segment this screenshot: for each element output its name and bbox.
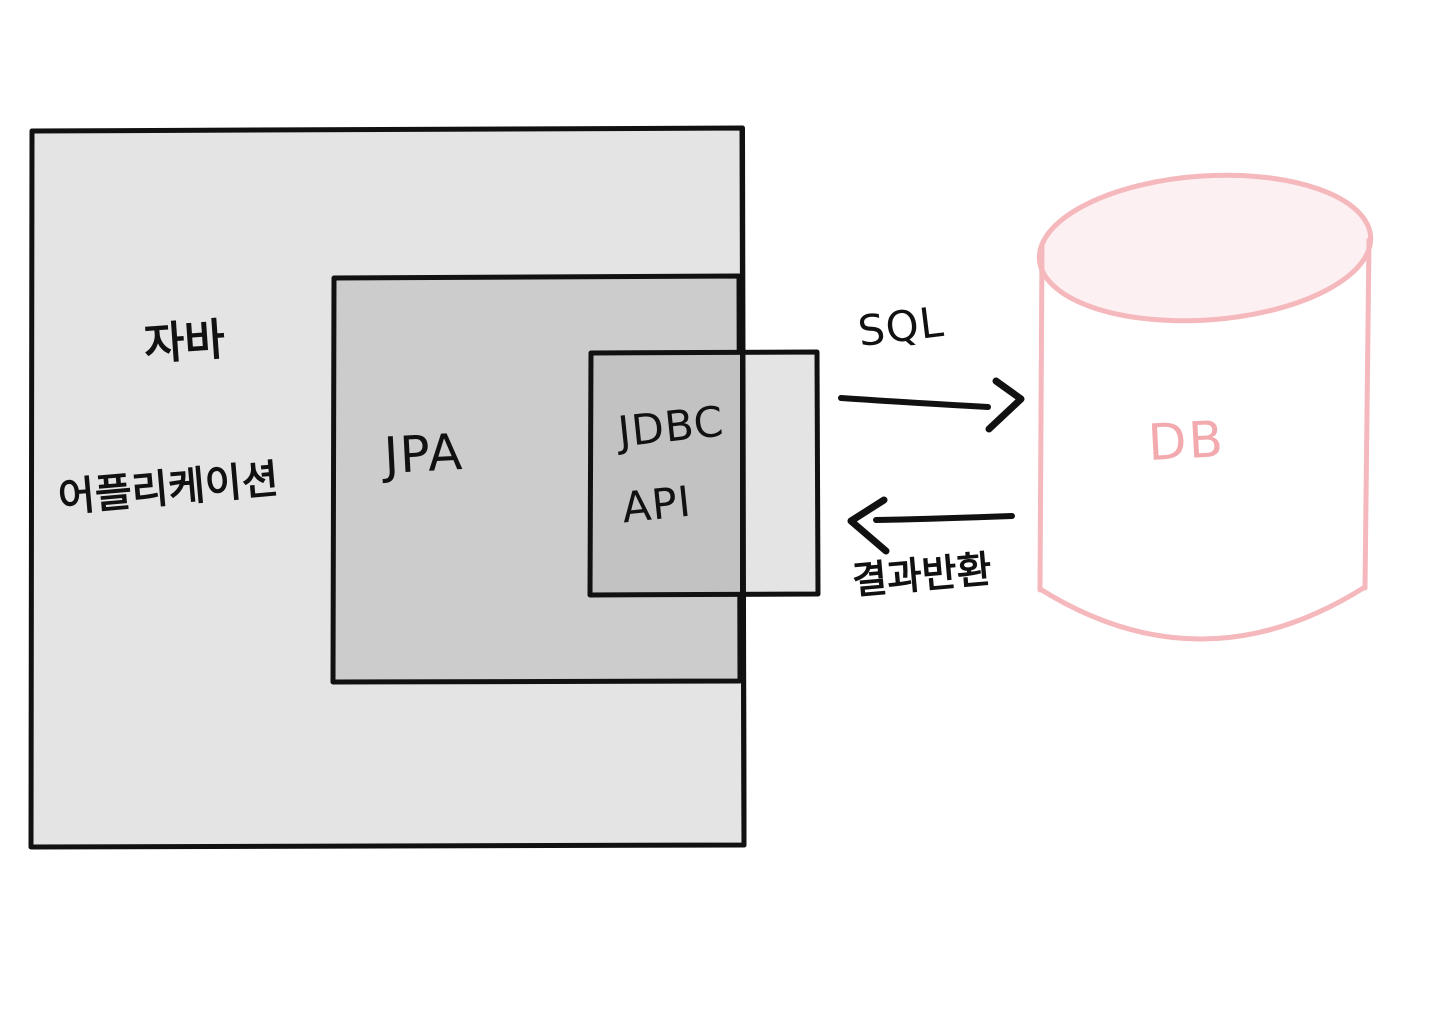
sql-arrow-label: SQL	[855, 296, 947, 357]
sql-arrow-head	[985, 377, 1025, 433]
jdbc-api-label-line1: JDBC	[615, 396, 727, 457]
database-top-fill	[1039, 175, 1371, 321]
database-bottom-arc	[1037, 584, 1368, 642]
java-application-right-edge	[740, 125, 747, 848]
database-right-wall	[1362, 237, 1372, 591]
result-arrow-head	[847, 496, 890, 555]
database-left-wall	[1037, 242, 1045, 593]
result-arrow[interactable]	[847, 496, 1015, 555]
database-top-outline	[1036, 172, 1374, 324]
sql-arrow[interactable]	[838, 377, 1025, 433]
java-application-label-line1: 자바	[142, 314, 227, 371]
sql-arrow-shaft	[838, 395, 991, 410]
jpa-label: JPA	[382, 422, 465, 486]
jdbc-api-label-line2: API	[619, 476, 694, 533]
java-application-right-edge-line	[740, 125, 747, 848]
database-cylinder[interactable]	[1034, 165, 1375, 642]
result-arrow-shaft	[873, 513, 1015, 523]
jdbc-api-overflow-fill	[742, 353, 818, 594]
database-label: DB	[1146, 410, 1227, 472]
jdbc-api-inner-fill	[592, 354, 740, 593]
database-body-fill	[1040, 238, 1368, 640]
jdbc-api-overflow-region	[742, 353, 818, 594]
